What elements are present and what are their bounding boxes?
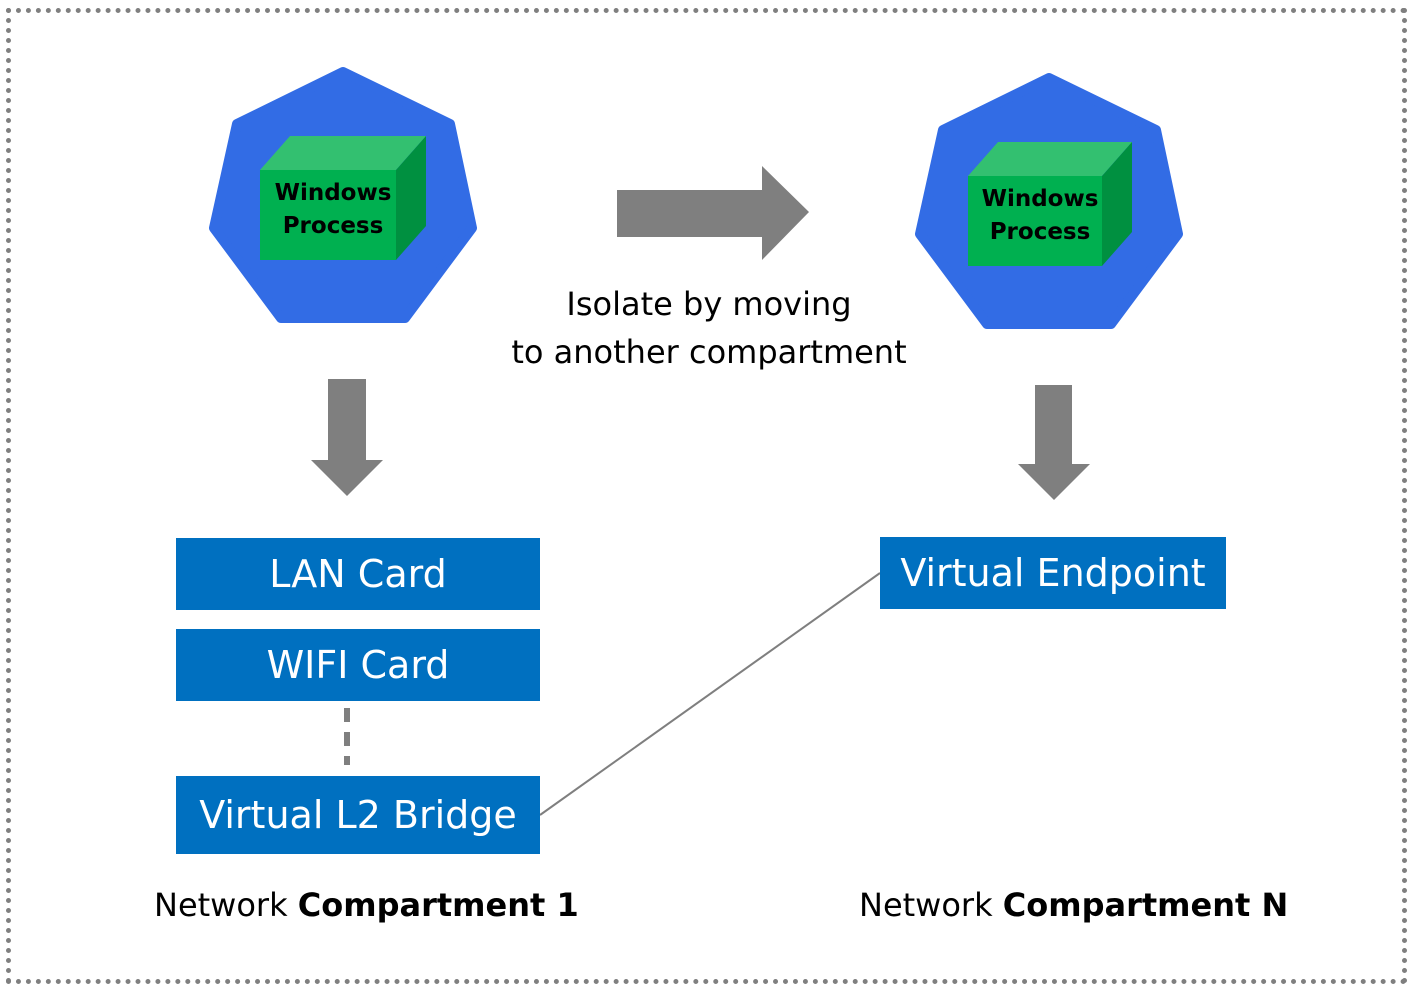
process-cube-icon-1 (260, 136, 426, 260)
move-label-line1: Isolate by moving (566, 285, 852, 323)
process-label-1-line1: Windows (274, 180, 392, 206)
compartment-n-caption: Network Compartment N (859, 886, 1288, 924)
compartment-n-caption-bold: Compartment N (1002, 886, 1289, 924)
bridge-endpoint-link (539, 572, 881, 816)
compartment-1-caption: Network Compartment 1 (154, 886, 579, 924)
compartment-1-caption-prefix: Network (154, 886, 288, 924)
process-label-n: Windows Process (968, 183, 1112, 249)
process-label-n-line2: Process (989, 219, 1091, 245)
wifi-card-box: WIFI Card (176, 629, 540, 701)
lan-card-box: LAN Card (176, 538, 540, 610)
move-label: Isolate by moving to another compartment (489, 280, 929, 376)
arrow-down-icon-2 (1018, 385, 1090, 500)
arrow-down-icon-1 (311, 379, 383, 496)
arrow-right-icon (617, 166, 809, 260)
compartment-1-caption-bold: Compartment 1 (297, 886, 579, 924)
compartment-n-caption-prefix: Network (859, 886, 993, 924)
process-label-1-line2: Process (282, 213, 384, 239)
process-label-n-line1: Windows (981, 186, 1099, 212)
virtual-l2-bridge-box: Virtual L2 Bridge (176, 776, 540, 854)
process-cube-icon-2 (968, 142, 1132, 266)
diagram-frame (6, 8, 1407, 984)
process-label-1: Windows Process (260, 177, 406, 243)
virtual-endpoint-box: Virtual Endpoint (880, 537, 1226, 609)
move-label-line2: to another compartment (511, 333, 907, 371)
